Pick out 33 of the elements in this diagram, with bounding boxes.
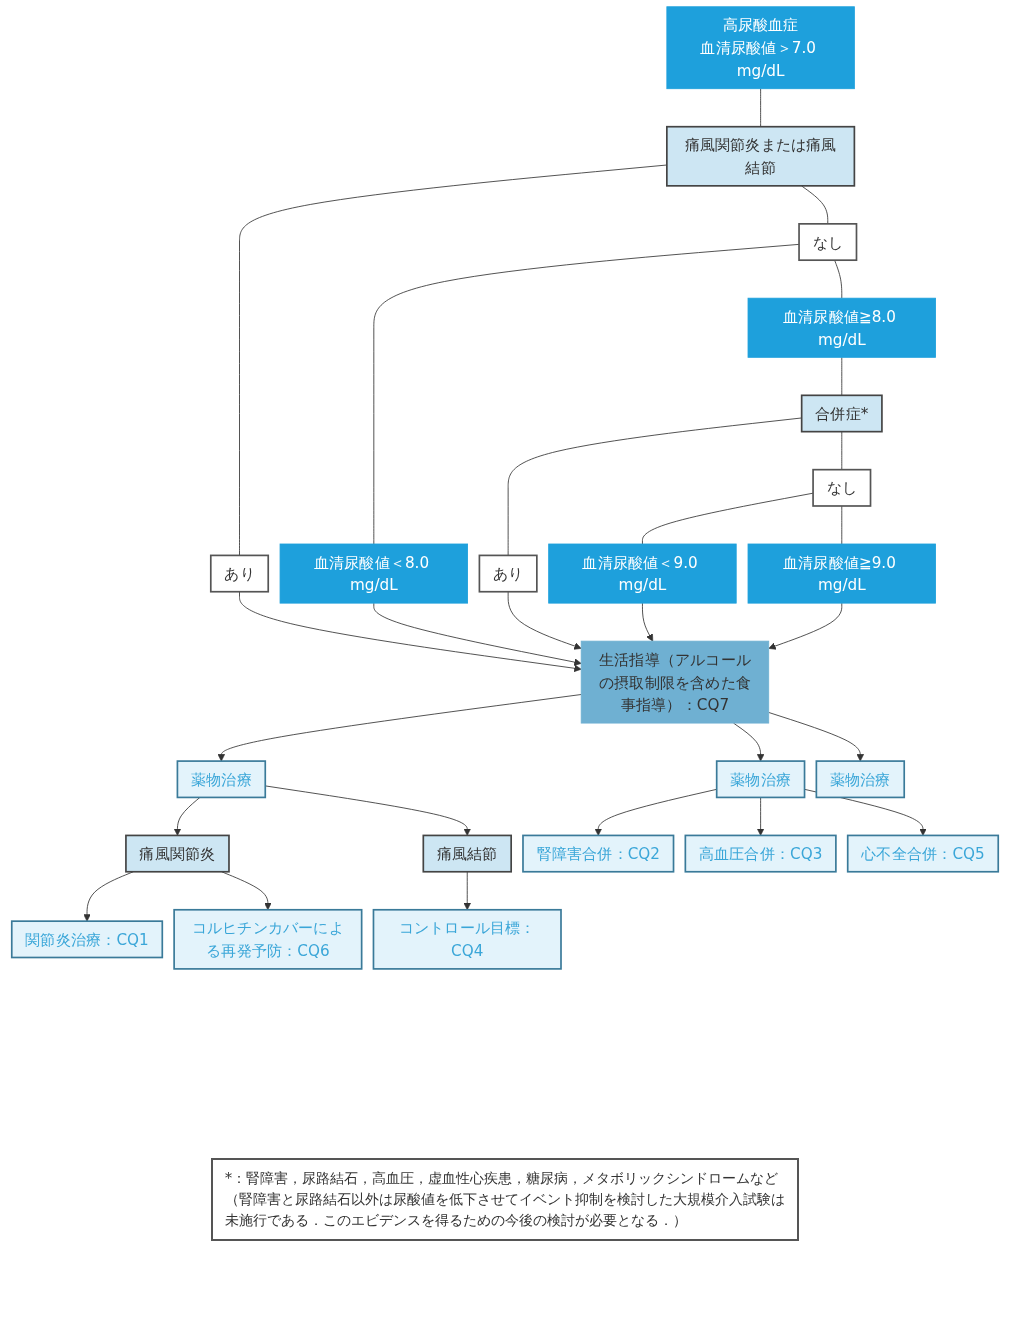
node-box: あり [478, 554, 538, 593]
node-box: あり [209, 554, 270, 593]
node-box: 痛風結節 [422, 834, 512, 873]
node-box: コルヒチンカバーによる再発予防：CQ6 [173, 908, 363, 970]
connector [841, 431, 843, 471]
connector [834, 259, 843, 299]
node-box: 薬物治療 [815, 760, 906, 799]
node-box: なし [798, 223, 858, 262]
node-box: 生活指導（アルコールの摂取制限を含めた食事指導）：CQ7 [580, 640, 770, 724]
node-box: 合併症* [800, 394, 883, 433]
connector [841, 356, 843, 396]
connector [801, 185, 829, 225]
node-box: 心不全合併：CQ5 [846, 834, 1000, 873]
connector [373, 243, 800, 545]
node-box: 血清尿酸値≧8.0 mg/dL [747, 297, 936, 358]
node-box: 関節炎治療：CQ1 [10, 920, 164, 959]
connector [760, 88, 762, 128]
node-box: 血清尿酸値≧9.0 mg/dL [747, 543, 936, 604]
node-box: なし [812, 468, 872, 507]
node-box: 血清尿酸値＜8.0 mg/dL [279, 543, 468, 604]
node-box: 腎障害合併：CQ2 [522, 834, 675, 873]
node-box: 薬物治療 [176, 760, 267, 799]
footnote: *：腎障害，尿路結石，高血圧，虚血性心疾患，糖尿病，メタボリックシンドロームなど [225, 1169, 779, 1188]
node-box: 高尿酸血症 血清尿酸値＞7.0 mg/dL [666, 6, 855, 90]
node-box: 血清尿酸値＜9.0 mg/dL [548, 543, 737, 604]
node-box: 薬物治療 [715, 760, 806, 799]
connector [642, 492, 814, 545]
footnote: （腎障害と尿路結石以外は尿酸値を低下させてイベント抑制を検討した大規模介入試験は未施行である．このエビデンスを得るための今後の検討が必要となる．） [225, 1190, 785, 1230]
node-box: コントロール目標：CQ4 [372, 908, 562, 970]
node-box: 痛風関節炎または痛風結節 [666, 125, 856, 187]
node-box: 高血圧合併：CQ3 [684, 834, 837, 873]
connector [841, 505, 843, 545]
node-box: 痛風関節炎 [125, 834, 230, 873]
